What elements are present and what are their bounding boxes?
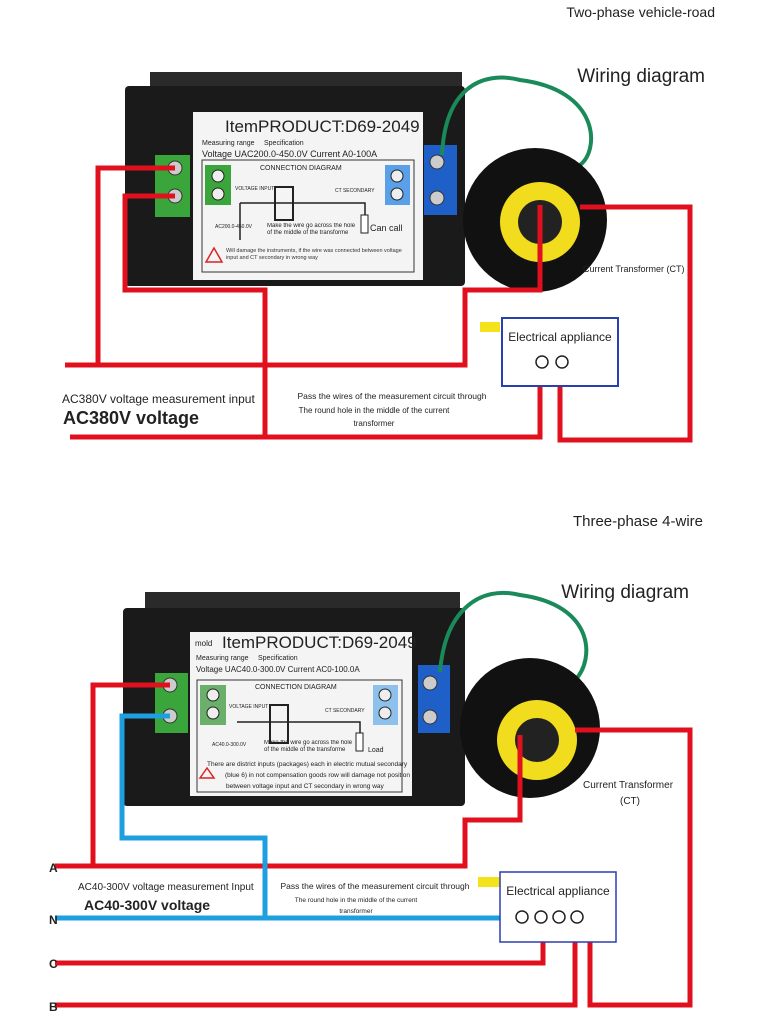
line-b-label: B [49, 1000, 58, 1014]
electrical-appliance: Electrical appliance [499, 871, 617, 943]
label-mold: mold [195, 639, 212, 648]
top-wires [65, 165, 693, 443]
label-ct-secondary: CT SECONDARY [335, 188, 375, 194]
label-wire-note: Make the wire go across the hole of the … [264, 740, 353, 753]
pass-line3: transformer [339, 908, 373, 915]
label-voltage: Voltage UAC40.0-300.0V Current AC0-100.0… [196, 665, 360, 674]
top-heading: Two-phase vehicle-road [566, 4, 715, 20]
label-load: Can call [370, 223, 403, 233]
label-voltage: Voltage UAC200.0-450.0V Current A0-100A [202, 149, 377, 159]
electrical-appliance: Electrical appliance [501, 317, 619, 387]
meter-device: mold ItemPRODUCT:D69-2049 Measuring rang… [123, 592, 465, 806]
bottom-heading: Three-phase 4-wire [573, 513, 703, 530]
label-diagram: CONNECTION DIAGRAM [260, 165, 342, 172]
label-warning: Will damage the instruments, if the wire… [226, 248, 402, 261]
line-a-label: A [49, 861, 58, 875]
pass-line1: Pass the wires of the measurement circui… [281, 881, 470, 891]
ct-label: Current Transformer (CT) [583, 264, 685, 274]
line-c-label: C [49, 957, 58, 971]
current-transformer [460, 658, 600, 798]
pass-line2: The round hole in the middle of the curr… [299, 406, 451, 415]
top-panel: Two-phase vehicle-road Wiring diagram It… [62, 4, 715, 443]
label-diagram: CONNECTION DIAGRAM [255, 684, 337, 691]
ct-lead-wire [438, 590, 589, 682]
label-voltage-input: VOLTAGE INPUT [229, 704, 268, 710]
ct-lead-wire [440, 75, 594, 167]
meter-device: ItemPRODUCT:D69-2049 Measuring range Spe… [125, 72, 465, 286]
ct-label1: Current Transformer [583, 780, 674, 791]
label-measuring: Measuring range [196, 655, 249, 662]
label-warning2: (blue 6) in not compensation goods row w… [225, 772, 410, 779]
label-warning1: There are district inputs (packages) eac… [207, 761, 408, 768]
appliance-label: Electrical appliance [506, 884, 610, 898]
label-range: AC200.0-450.0V [215, 224, 253, 230]
pass-line3: transformer [354, 419, 395, 428]
label-product: ItemPRODUCT:D69-2049 [222, 633, 417, 652]
warning-icon [198, 766, 216, 779]
pass-line2: The round hole in the middle of the curr… [295, 897, 418, 904]
appliance-label: Electrical appliance [508, 330, 612, 344]
label-measuring: Measuring range [202, 140, 255, 147]
label-load: Load [368, 747, 384, 754]
label-ct-secondary: CT SECONDARY [325, 708, 365, 714]
label-spec: Specification [258, 655, 298, 662]
bottom-subheading: Wiring diagram [561, 582, 689, 603]
label-warning3: between voltage input and CT secondary i… [226, 783, 385, 790]
input-label: AC380V voltage measurement input [62, 392, 255, 406]
label-range: AC40.0-300.0V [212, 742, 247, 748]
voltage-label: AC40-300V voltage [84, 897, 210, 913]
label-spec: Specification [264, 140, 304, 147]
top-subheading: Wiring diagram [577, 66, 705, 87]
label-wire-note: Make the wire go across the hole of the … [267, 223, 356, 236]
bottom-panel: Three-phase 4-wire Wiring diagram mold I… [49, 513, 703, 1014]
label-voltage-input: VOLTAGE INPUT [235, 186, 274, 192]
line-n-label: N [49, 913, 58, 927]
input-label: AC40-300V voltage measurement Input [78, 882, 254, 893]
ct-label2: (CT) [620, 796, 640, 807]
device-label [193, 112, 423, 280]
label-product: ItemPRODUCT:D69-2049 [225, 117, 420, 136]
pass-line1: Pass the wires of the measurement circui… [298, 391, 487, 401]
voltage-label: AC380V voltage [63, 408, 199, 428]
warning-icon [204, 246, 224, 263]
